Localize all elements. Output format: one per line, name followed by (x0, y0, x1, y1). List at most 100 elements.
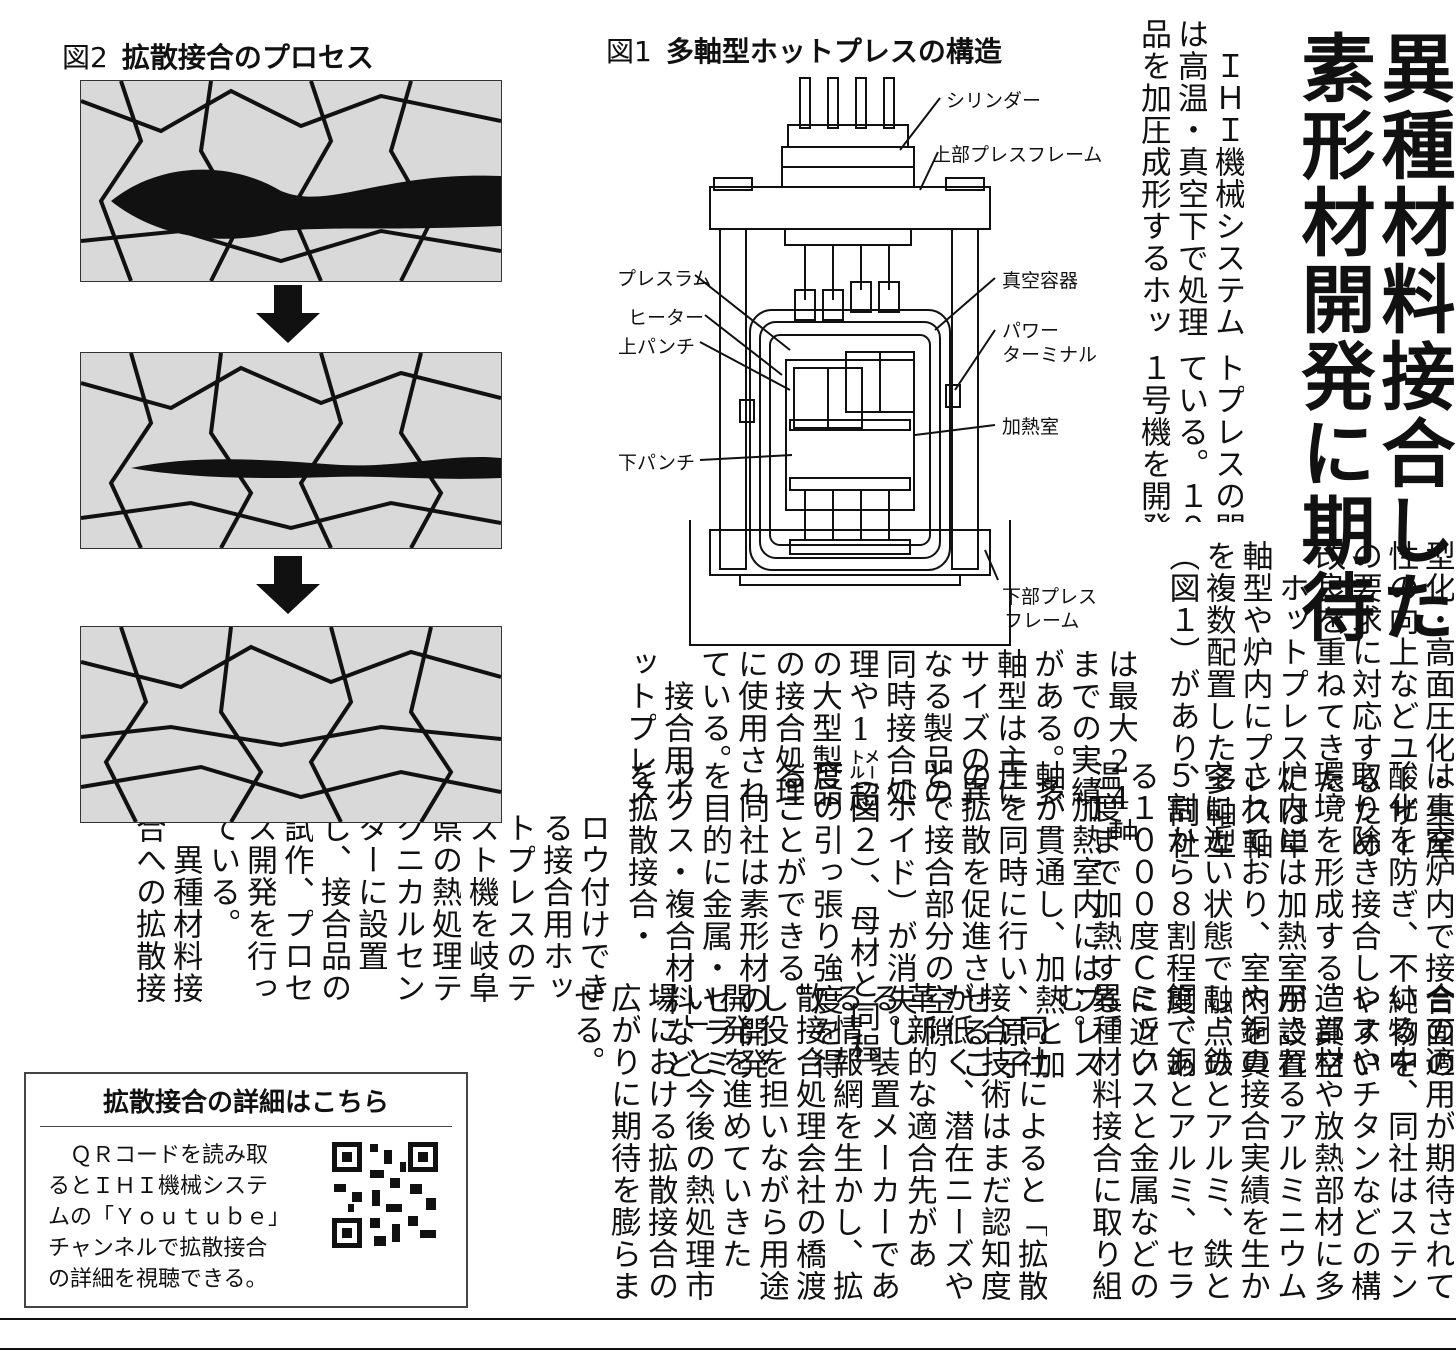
text-column: されており、室内を真 (1234, 760, 1269, 1080)
text-column: 型化・高面圧化・生産 (1419, 540, 1454, 860)
label-lower-frame-2: フレーム (1004, 610, 1080, 632)
qr-info-box: 拡散接合の詳細はこちら ＱＲコードを読み取 るとＩＨＩ機械システ ムの「Ｙｏｕｔ… (24, 1072, 468, 1308)
text-column: ットプレス (621, 648, 656, 808)
label-upper-punch: 上パンチ (618, 336, 695, 358)
text-column: ホットプレスには単 (1273, 540, 1308, 860)
text-column: 銅、銅とアルミ、セラ (1160, 982, 1195, 1302)
text-column: トプレスの開発を行っ (1209, 352, 1244, 522)
text-column: 合への拡散接 (130, 812, 165, 1004)
text-column: い」と今後の熱処理市 (679, 982, 714, 1302)
fig2-stage2-image (80, 352, 502, 549)
headline-line1: 異種材料接合した (1369, 30, 1455, 646)
text-column: の要求に対応するため (1346, 540, 1381, 860)
qr-box-divider (40, 1126, 452, 1127)
text-column: １号機を開発以降、大 (1135, 352, 1170, 522)
text-column: ＩＨＩ機械システム (1209, 18, 1244, 338)
qr-text-line: るとＩＨＩ機械システ (48, 1174, 269, 1199)
text-column: ターに設置 (352, 812, 387, 972)
qr-box-title: 拡散接合の詳細はこちら (102, 1088, 389, 1118)
text-column: 環境を形成する。真空 (1308, 760, 1343, 1080)
text-column: 同社は素形材の開発 (733, 760, 768, 1080)
text-column: 理や1㍍超 (843, 648, 878, 813)
label-power-terminal-1: パワー (1002, 320, 1060, 342)
text-column: 酸化を防ぎ、不純物を (1382, 760, 1417, 1080)
text-column: 場における拡散接合の (642, 982, 677, 1302)
text-column: 試作、プロセ (278, 812, 313, 1004)
text-column: せる。 (568, 982, 603, 1078)
text-column: 造部材や放熱部材に多 (1308, 982, 1343, 1302)
text-column: とで接合部分の空隙 (918, 760, 953, 1048)
text-column: ロウ付けでき (574, 812, 609, 1004)
qr-code-icon[interactable] (330, 1140, 440, 1250)
text-column: 改良を重ねてきた。 (1309, 540, 1345, 828)
text-column: 県の熱処理テ (426, 812, 461, 1004)
fig2-number: 図2 (62, 41, 108, 74)
text-column: る。装置メーカーであ (864, 982, 899, 1302)
text-column: に使用され (732, 648, 767, 808)
qr-box-text: ＱＲコードを読み取 るとＩＨＩ機械システ ムの「Ｙｏｕｔｕｂｅ」 チャンネルで拡… (48, 1140, 318, 1295)
text-column: る接合用ホッ (537, 812, 572, 1004)
text-column: ックス・複合材料など (659, 760, 694, 1080)
text-column: 同時接合処 (880, 648, 915, 808)
qr-text-line: の詳細を視聴できる。 (48, 1267, 268, 1292)
qr-text-line: ムの「Ｙｏｕｔｕｂｅ」 (48, 1205, 291, 1230)
text-column: （ボイド）が消失し (881, 760, 916, 1048)
text-column: がある。多 (1028, 648, 1063, 808)
text-column: の大型製品 (806, 648, 841, 808)
text-column: 軸が貫通し、加熱と加 (1029, 760, 1064, 1080)
text-column: が低く、潜在ニーズや (938, 982, 973, 1302)
label-upper-frame: 上部プレスフレーム (932, 144, 1103, 166)
text-column: 異種材料接 (167, 812, 202, 1004)
text-column: を目的に金属・セラミ (696, 760, 731, 1080)
text-column: 用されるアルミニウム (1271, 982, 1306, 1302)
text-column: 開発を進めていきた (716, 982, 751, 1270)
label-heater: ヒーター (628, 307, 705, 329)
text-column: は高温・真空下で処理 (1172, 18, 1207, 338)
text-column: 炉内には加熱室が設置 (1271, 760, 1306, 1080)
text-column: ている。 (204, 812, 239, 940)
text-column: 品を加圧成形するホッ (1135, 18, 1170, 338)
bottom-rule (0, 1318, 1456, 1320)
text-column: 異種材料接合に取り組 (1086, 982, 1121, 1302)
text-column: 軸型は主に (991, 648, 1026, 808)
text-column: 同社によると「拡散 (1012, 982, 1047, 1302)
label-lower-frame-1: 下部プレス (1002, 586, 1098, 608)
text-column: サイズの異 (954, 648, 989, 808)
text-column: 取り除き接合しやすい (1345, 760, 1380, 1080)
fig1-title: 図1 多軸型ホットプレスの構造 (606, 30, 1002, 70)
text-column: レスやチタンなどの構 (1345, 982, 1380, 1302)
process-arrow-1 (256, 285, 320, 343)
text-column: 合の適用が期待されて (1419, 982, 1454, 1302)
text-column: 加熱室内にはプレス (1066, 760, 1101, 1080)
label-power-terminal-2: ターミナル (1002, 344, 1098, 366)
process-arrow-2 (256, 556, 320, 614)
bottom-rule (0, 1348, 1456, 1350)
text-column: 圧を同時に行い、原子 (992, 760, 1027, 1080)
text-column: し、接合品の (315, 812, 350, 1004)
fig2-stage3-image (80, 626, 502, 823)
text-column: いる中、同社はステン (1382, 982, 1417, 1302)
text-column: 度の引っ張り強度を得 (807, 760, 842, 1080)
text-column: の接合処理 (769, 648, 804, 808)
headline-line2: 素形材開発に期待 (1289, 30, 1375, 646)
text-column: 広がりに期待を膨らま (605, 982, 640, 1302)
text-column: ミックスと金属などの (1123, 982, 1158, 1302)
fig1-title-text: 多軸型ホットプレスの構造 (665, 35, 1002, 68)
label-press-ram: プレスラム (617, 268, 712, 290)
text-column: ることができる。 (770, 760, 805, 1016)
text-column: る１０００度Ｃに近い (1123, 760, 1158, 1080)
label-vacuum-vessel: 真空容器 (1002, 270, 1079, 292)
text-column: し、鉄とアルミ、鉄と (1197, 982, 1232, 1302)
fig1-number: 図1 (606, 35, 652, 68)
text-column: ス開発を行っ (241, 812, 276, 1004)
text-column: を拡散接合・ (622, 760, 657, 952)
qr-text-line: チャンネルで拡散接合 (48, 1236, 268, 1261)
text-column: クニカルセン (389, 812, 424, 1004)
text-column: （図２）、母材と同程 (844, 760, 879, 1065)
text-column: トプレスのテ (500, 812, 535, 1004)
text-column: や銅の接合実績を生か (1234, 982, 1269, 1302)
text-column: を複数配置した多軸型 (1200, 540, 1235, 860)
fig2-title-text: 拡散接合のプロセス (121, 41, 374, 74)
label-lower-punch: 下パンチ (618, 452, 695, 474)
text-column: は最大24軸 (1102, 648, 1137, 840)
